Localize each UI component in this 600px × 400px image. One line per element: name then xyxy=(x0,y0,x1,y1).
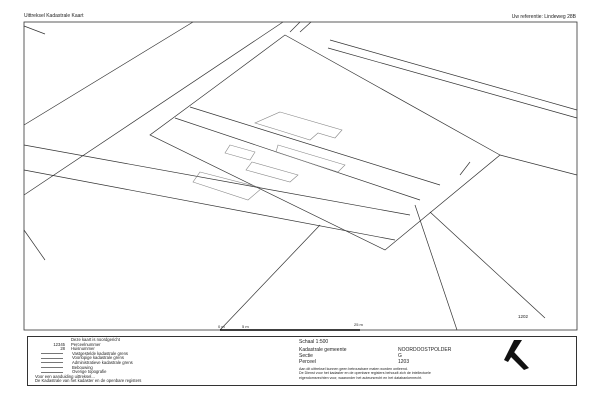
legend-symbol: 28 xyxy=(60,346,65,352)
legend-item: Deze kaart is noordgericht xyxy=(71,337,120,342)
legend-item: Overige topografie xyxy=(72,369,107,375)
document-title: Uittreksel Kadastrale Kaart xyxy=(24,13,84,19)
scale-tick-0: 0 m xyxy=(218,324,225,329)
legend-item: Vastgestelde kadastrale grens xyxy=(72,350,129,356)
sectie-label: Sectie xyxy=(299,353,313,359)
line-symbol-icon xyxy=(41,371,63,373)
parcel-info: Kadastrale gemeente Sectie Perceel xyxy=(299,347,347,365)
parcel-boundaries xyxy=(23,21,578,331)
legend-footer-1: Voor een aanduiding uittreksel... xyxy=(35,373,95,379)
line-symbol-icon xyxy=(41,353,63,355)
parcel-values: NOORDOOSTPOLDER G 1203 xyxy=(398,347,451,365)
gemeente-label: Kadastrale gemeente xyxy=(299,347,347,353)
reference: Uw referentie: Lindeweg 28B xyxy=(511,14,576,20)
map-frame xyxy=(23,21,578,331)
perceel-label: Perceel xyxy=(299,359,316,365)
legend-footer-2: De Kadastrale van het kadaster en de ope… xyxy=(35,378,142,384)
legend-box: Deze kaart is noordgericht 12345 Perceeln… xyxy=(27,336,577,386)
line-symbol-icon xyxy=(41,362,63,364)
buildings xyxy=(192,111,346,201)
legend-item: Voorlopige kadastrale grens xyxy=(72,355,124,361)
perceel-value: 1203 xyxy=(398,359,410,365)
disclaimer-line: Aan dit uittreksel kunnen geen betrouwba… xyxy=(299,367,408,371)
legend-symbol: 12345 xyxy=(53,341,65,347)
scale-label: Schaal 1:500 xyxy=(299,339,329,345)
parcel-label: 1202 xyxy=(518,314,529,319)
disclaimer-line: eigendomsrechten voor, waaronder het aut… xyxy=(299,375,423,380)
disclaimer: Aan dit uittreksel kunnen geen betrouwba… xyxy=(299,367,431,380)
line-symbol-icon xyxy=(41,366,63,368)
scale-tick-25: 25 m xyxy=(354,322,363,327)
line-symbol-icon xyxy=(41,357,63,359)
legend-item: Huisnummer xyxy=(71,346,95,352)
sectie-value: G xyxy=(398,353,402,359)
gemeente-value: NOORDOOSTPOLDER xyxy=(398,347,452,353)
scale-tick-5: 5 m xyxy=(242,324,249,329)
legend-item: Perceelnummer xyxy=(71,341,101,347)
legend-item: Administratieve kadastrale grens xyxy=(72,359,133,365)
legend-list: Deze kaart is noordgericht 12345 Perceeln… xyxy=(35,337,142,384)
legend-item: Bebouwing xyxy=(72,364,93,370)
disclaimer-line: De Dienst voor het kadaster en de openba… xyxy=(299,371,431,376)
kadaster-logo-icon xyxy=(504,340,529,370)
